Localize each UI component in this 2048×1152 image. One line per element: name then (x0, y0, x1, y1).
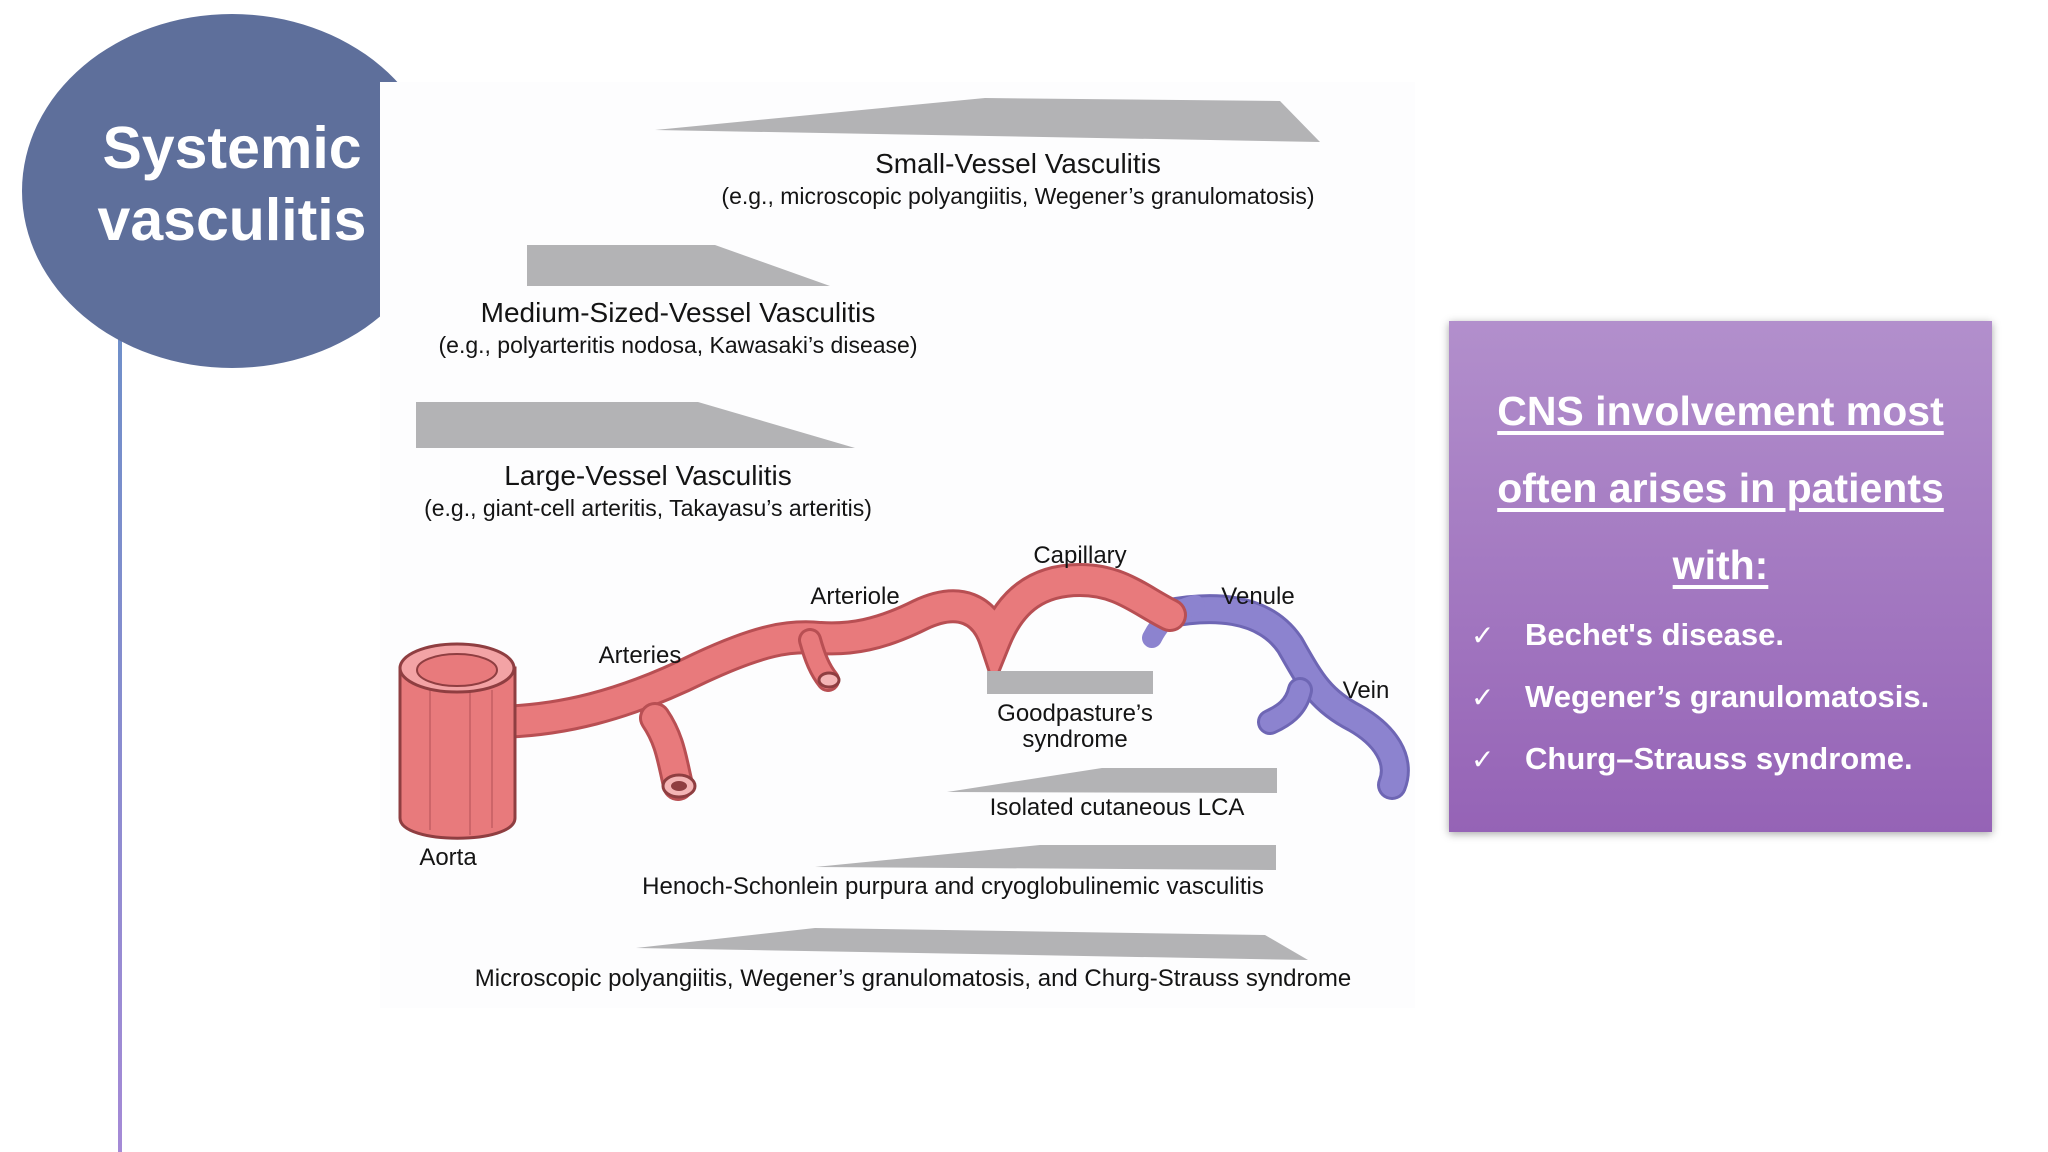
list-item-text: Wegener’s granulomatosis. (1525, 679, 1930, 714)
small-vessel-title: Small-Vessel Vasculitis (875, 148, 1161, 179)
small-vessel-examples: (e.g., microscopic polyangiitis, Wegener… (721, 183, 1314, 209)
aorta-vessel (398, 642, 517, 840)
vertical-accent-line (118, 330, 122, 1152)
microscopic-polyangiitis-label: Microscopic polyangiitis, Wegener’s gran… (475, 965, 1351, 992)
list-item-text: Churg–Strauss syndrome. (1525, 741, 1913, 776)
medium-vessel-examples: (e.g., polyarteritis nodosa, Kawasaki’s … (439, 332, 918, 358)
callout-heading: CNS involvement most often arises in pat… (1497, 388, 1944, 588)
check-icon: ✓ (1471, 742, 1495, 776)
list-item-text: Bechet's disease. (1525, 617, 1784, 652)
vasculitis-diagram-panel: Small-Vessel Vasculitis (e.g., microscop… (380, 82, 1415, 1008)
list-item: ✓ Bechet's disease. (1471, 604, 1992, 666)
small-vessel-bar (655, 98, 1320, 142)
medium-vessel-title: Medium-Sized-Vessel Vasculitis (481, 297, 876, 328)
check-icon: ✓ (1471, 618, 1495, 652)
arteries-label: Arteries (599, 642, 682, 669)
large-vessel-title: Large-Vessel Vasculitis (504, 460, 791, 491)
vein-label: Vein (1343, 677, 1390, 704)
title-oval: Systemic vasculitis (22, 14, 442, 368)
capillary-label: Capillary (1033, 542, 1126, 569)
blood-vessel-illustration (398, 562, 1410, 840)
list-item: ✓ Wegener’s granulomatosis. (1471, 666, 1992, 728)
list-item: ✓ Churg–Strauss syndrome. (1471, 728, 1992, 790)
callout-list: ✓ Bechet's disease. ✓ Wegener’s granulom… (1449, 604, 1992, 790)
large-vessel-examples: (e.g., giant-cell arteritis, Takayasu’s … (424, 495, 872, 521)
henoch-schonlein-label: Henoch-Schonlein purpura and cryoglobuli… (642, 873, 1264, 900)
henoch-schonlein-bar (815, 845, 1276, 870)
medium-vessel-bar (527, 245, 830, 286)
vasculitis-diagram: Small-Vessel Vasculitis (e.g., microscop… (398, 98, 1410, 992)
goodpasture-bar (987, 671, 1153, 694)
large-vessel-bar (416, 402, 855, 448)
cns-involvement-callout: CNS involvement most often arises in pat… (1449, 321, 1992, 832)
check-icon: ✓ (1471, 680, 1495, 714)
aorta-label: Aorta (419, 844, 477, 871)
microscopic-polyangiitis-bar (636, 928, 1308, 960)
isolated-cutaneous-label: Isolated cutaneous LCA (990, 794, 1245, 821)
artery-vessel (473, 562, 1187, 801)
slide-title: Systemic vasculitis (97, 115, 367, 253)
goodpasture-label-line2: syndrome (1022, 726, 1127, 753)
goodpasture-label-line1: Goodpasture’s (997, 700, 1153, 727)
arteriole-label: Arteriole (810, 583, 899, 610)
isolated-cutaneous-bar (947, 768, 1277, 793)
venule-label: Venule (1221, 583, 1294, 610)
